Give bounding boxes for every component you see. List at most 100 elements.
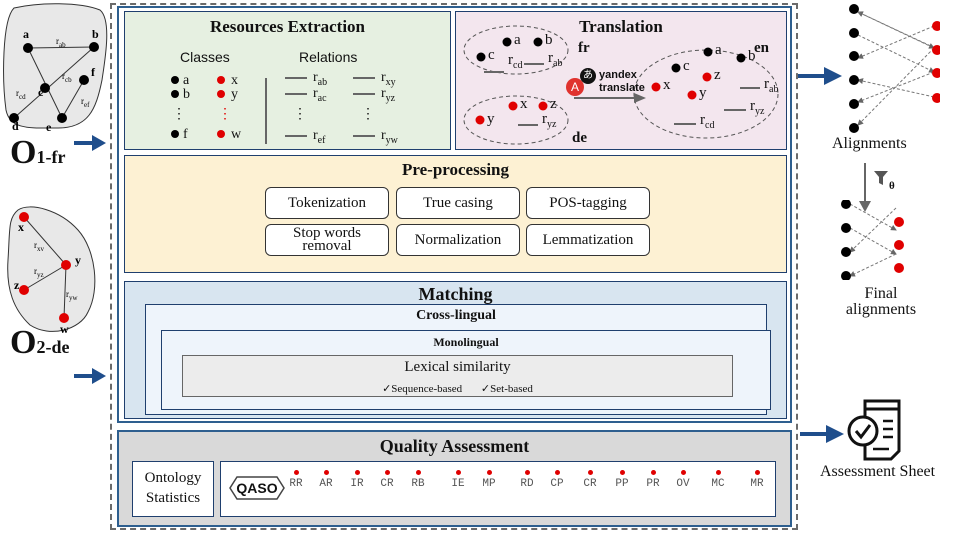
node-z bbox=[19, 285, 29, 295]
svg-text:rcb: rcb bbox=[62, 71, 72, 84]
svg-text:y: y bbox=[75, 253, 81, 267]
fr-language-label: fr bbox=[578, 40, 590, 56]
arrow-icon bbox=[800, 425, 844, 443]
relation-list-de: rxy ryz ⋮ ryw bbox=[353, 70, 398, 146]
metric-dot-icon bbox=[354, 470, 360, 475]
svg-text:c: c bbox=[38, 85, 44, 99]
target-ontology-label: O2-de bbox=[10, 324, 70, 361]
ellipsis: ⋮ bbox=[361, 107, 375, 122]
service-name: yandex bbox=[599, 69, 637, 81]
class-item: x bbox=[217, 74, 257, 88]
node-x bbox=[19, 212, 29, 222]
fr-relation: rcd bbox=[508, 52, 523, 71]
qaso-badge-icon bbox=[229, 476, 285, 500]
relation-item: ref bbox=[285, 128, 327, 146]
en-relation: ryz bbox=[750, 98, 765, 117]
arrow-icon bbox=[74, 135, 106, 151]
svg-text:rxv: rxv bbox=[34, 240, 45, 253]
step-stop-words-removal: Stop words removal bbox=[265, 224, 389, 256]
fr-node-b: b bbox=[545, 32, 553, 48]
filter-arrow-icon bbox=[859, 163, 871, 212]
service-name-2: translate bbox=[599, 82, 645, 94]
alignments-graph bbox=[849, 4, 940, 133]
metric-rd: RD bbox=[514, 470, 540, 490]
ontology-statistics-box: Ontology Statistics bbox=[132, 461, 214, 517]
qaso-logo: QASO bbox=[229, 476, 285, 500]
resources-extraction-title: Resources Extraction bbox=[209, 17, 366, 36]
metric-dot-icon bbox=[754, 470, 760, 475]
en-node-x: x bbox=[663, 77, 671, 93]
translation-panel: Translation a b c rcd rab fr x z y ryz d… bbox=[455, 11, 787, 150]
ellipsis: ⋮ bbox=[293, 107, 307, 122]
metric-rb: RB bbox=[405, 470, 431, 490]
translation-title: Translation bbox=[579, 17, 663, 36]
metric-cr: CR bbox=[577, 470, 603, 490]
final-alignments-label: Final alignments bbox=[845, 285, 917, 318]
en-node-y: y bbox=[699, 85, 707, 101]
class-item: f bbox=[171, 128, 211, 142]
class-item: a bbox=[171, 74, 211, 88]
source-ontology-subscript: 1-fr bbox=[36, 147, 66, 167]
metric-cp: CP bbox=[544, 470, 570, 490]
ontology-statistics-label: Ontology Statistics bbox=[144, 470, 202, 506]
fr-node-c: c bbox=[488, 47, 495, 63]
en-node-a: a bbox=[715, 42, 722, 58]
de-node-z: z bbox=[550, 96, 557, 112]
svg-text:f: f bbox=[91, 65, 96, 79]
relation-item: rac bbox=[285, 86, 327, 104]
relation-item: rxy bbox=[353, 70, 398, 88]
monolingual-title: Monolingual bbox=[433, 335, 499, 349]
step-normalization: Normalization bbox=[396, 224, 520, 256]
svg-text:rcd: rcd bbox=[16, 88, 26, 101]
fr-relation: rab bbox=[548, 50, 563, 69]
threshold-symbol: θ bbox=[889, 180, 895, 192]
divider bbox=[265, 78, 267, 144]
step-lemmatization: Lemmatization bbox=[526, 224, 650, 256]
lexical-methods: ✓Sequence-based ✓Set-based bbox=[183, 382, 732, 395]
metric-mc: MC bbox=[705, 470, 731, 490]
step-tokenization: Tokenization bbox=[265, 187, 389, 219]
de-node-x: x bbox=[520, 96, 528, 112]
cross-lingual-title: Cross-lingual bbox=[416, 308, 496, 323]
metric-dot-icon bbox=[415, 470, 421, 475]
relation-item: rab bbox=[285, 70, 327, 88]
node-a bbox=[23, 43, 33, 53]
relation-item: ryw bbox=[353, 128, 398, 146]
node-b bbox=[89, 42, 99, 52]
class-item: b bbox=[171, 88, 211, 102]
translate-a-icon: A bbox=[566, 78, 584, 96]
arrow-icon bbox=[74, 368, 106, 384]
resources-extraction-panel: Resources Extraction Classes Relations a… bbox=[124, 11, 451, 150]
pipeline-frame bbox=[110, 3, 798, 530]
method-set-based: ✓Set-based bbox=[480, 383, 533, 395]
step-pos-tagging: POS-tagging bbox=[526, 187, 650, 219]
translation-ellipses bbox=[463, 25, 779, 145]
metric-pp: PP bbox=[609, 470, 635, 490]
metric-dot-icon bbox=[619, 470, 625, 475]
en-language-label: en bbox=[754, 40, 769, 56]
fr-node-a: a bbox=[514, 32, 521, 48]
target-ontology-graph: x y z w rxv ryz ryw bbox=[7, 206, 96, 336]
relation-item: ryz bbox=[353, 86, 398, 104]
class-item: y bbox=[217, 88, 257, 102]
metric-ir: IR bbox=[344, 470, 370, 490]
svg-text:ref: ref bbox=[81, 96, 90, 109]
svg-text:d: d bbox=[12, 119, 19, 133]
translate-icon: あ bbox=[580, 68, 596, 84]
ellipsis: ⋮ bbox=[218, 107, 232, 122]
node-d bbox=[9, 113, 19, 123]
en-node-c: c bbox=[683, 58, 690, 74]
lexical-similarity-panel: Lexical similarity ✓Sequence-based ✓Set-… bbox=[182, 355, 733, 397]
metric-dot-icon bbox=[715, 470, 721, 475]
metric-mr: MR bbox=[744, 470, 770, 490]
svg-text:a: a bbox=[23, 27, 29, 41]
class-list-fr: a b ⋮ f bbox=[171, 74, 211, 142]
metric-cr: CR bbox=[374, 470, 400, 490]
final-alignments-graph bbox=[841, 200, 904, 280]
svg-text:z: z bbox=[14, 278, 20, 292]
metric-dot-icon bbox=[455, 470, 461, 475]
node-e bbox=[57, 113, 67, 123]
svg-text:e: e bbox=[46, 120, 52, 134]
metric-dot-icon bbox=[486, 470, 492, 475]
